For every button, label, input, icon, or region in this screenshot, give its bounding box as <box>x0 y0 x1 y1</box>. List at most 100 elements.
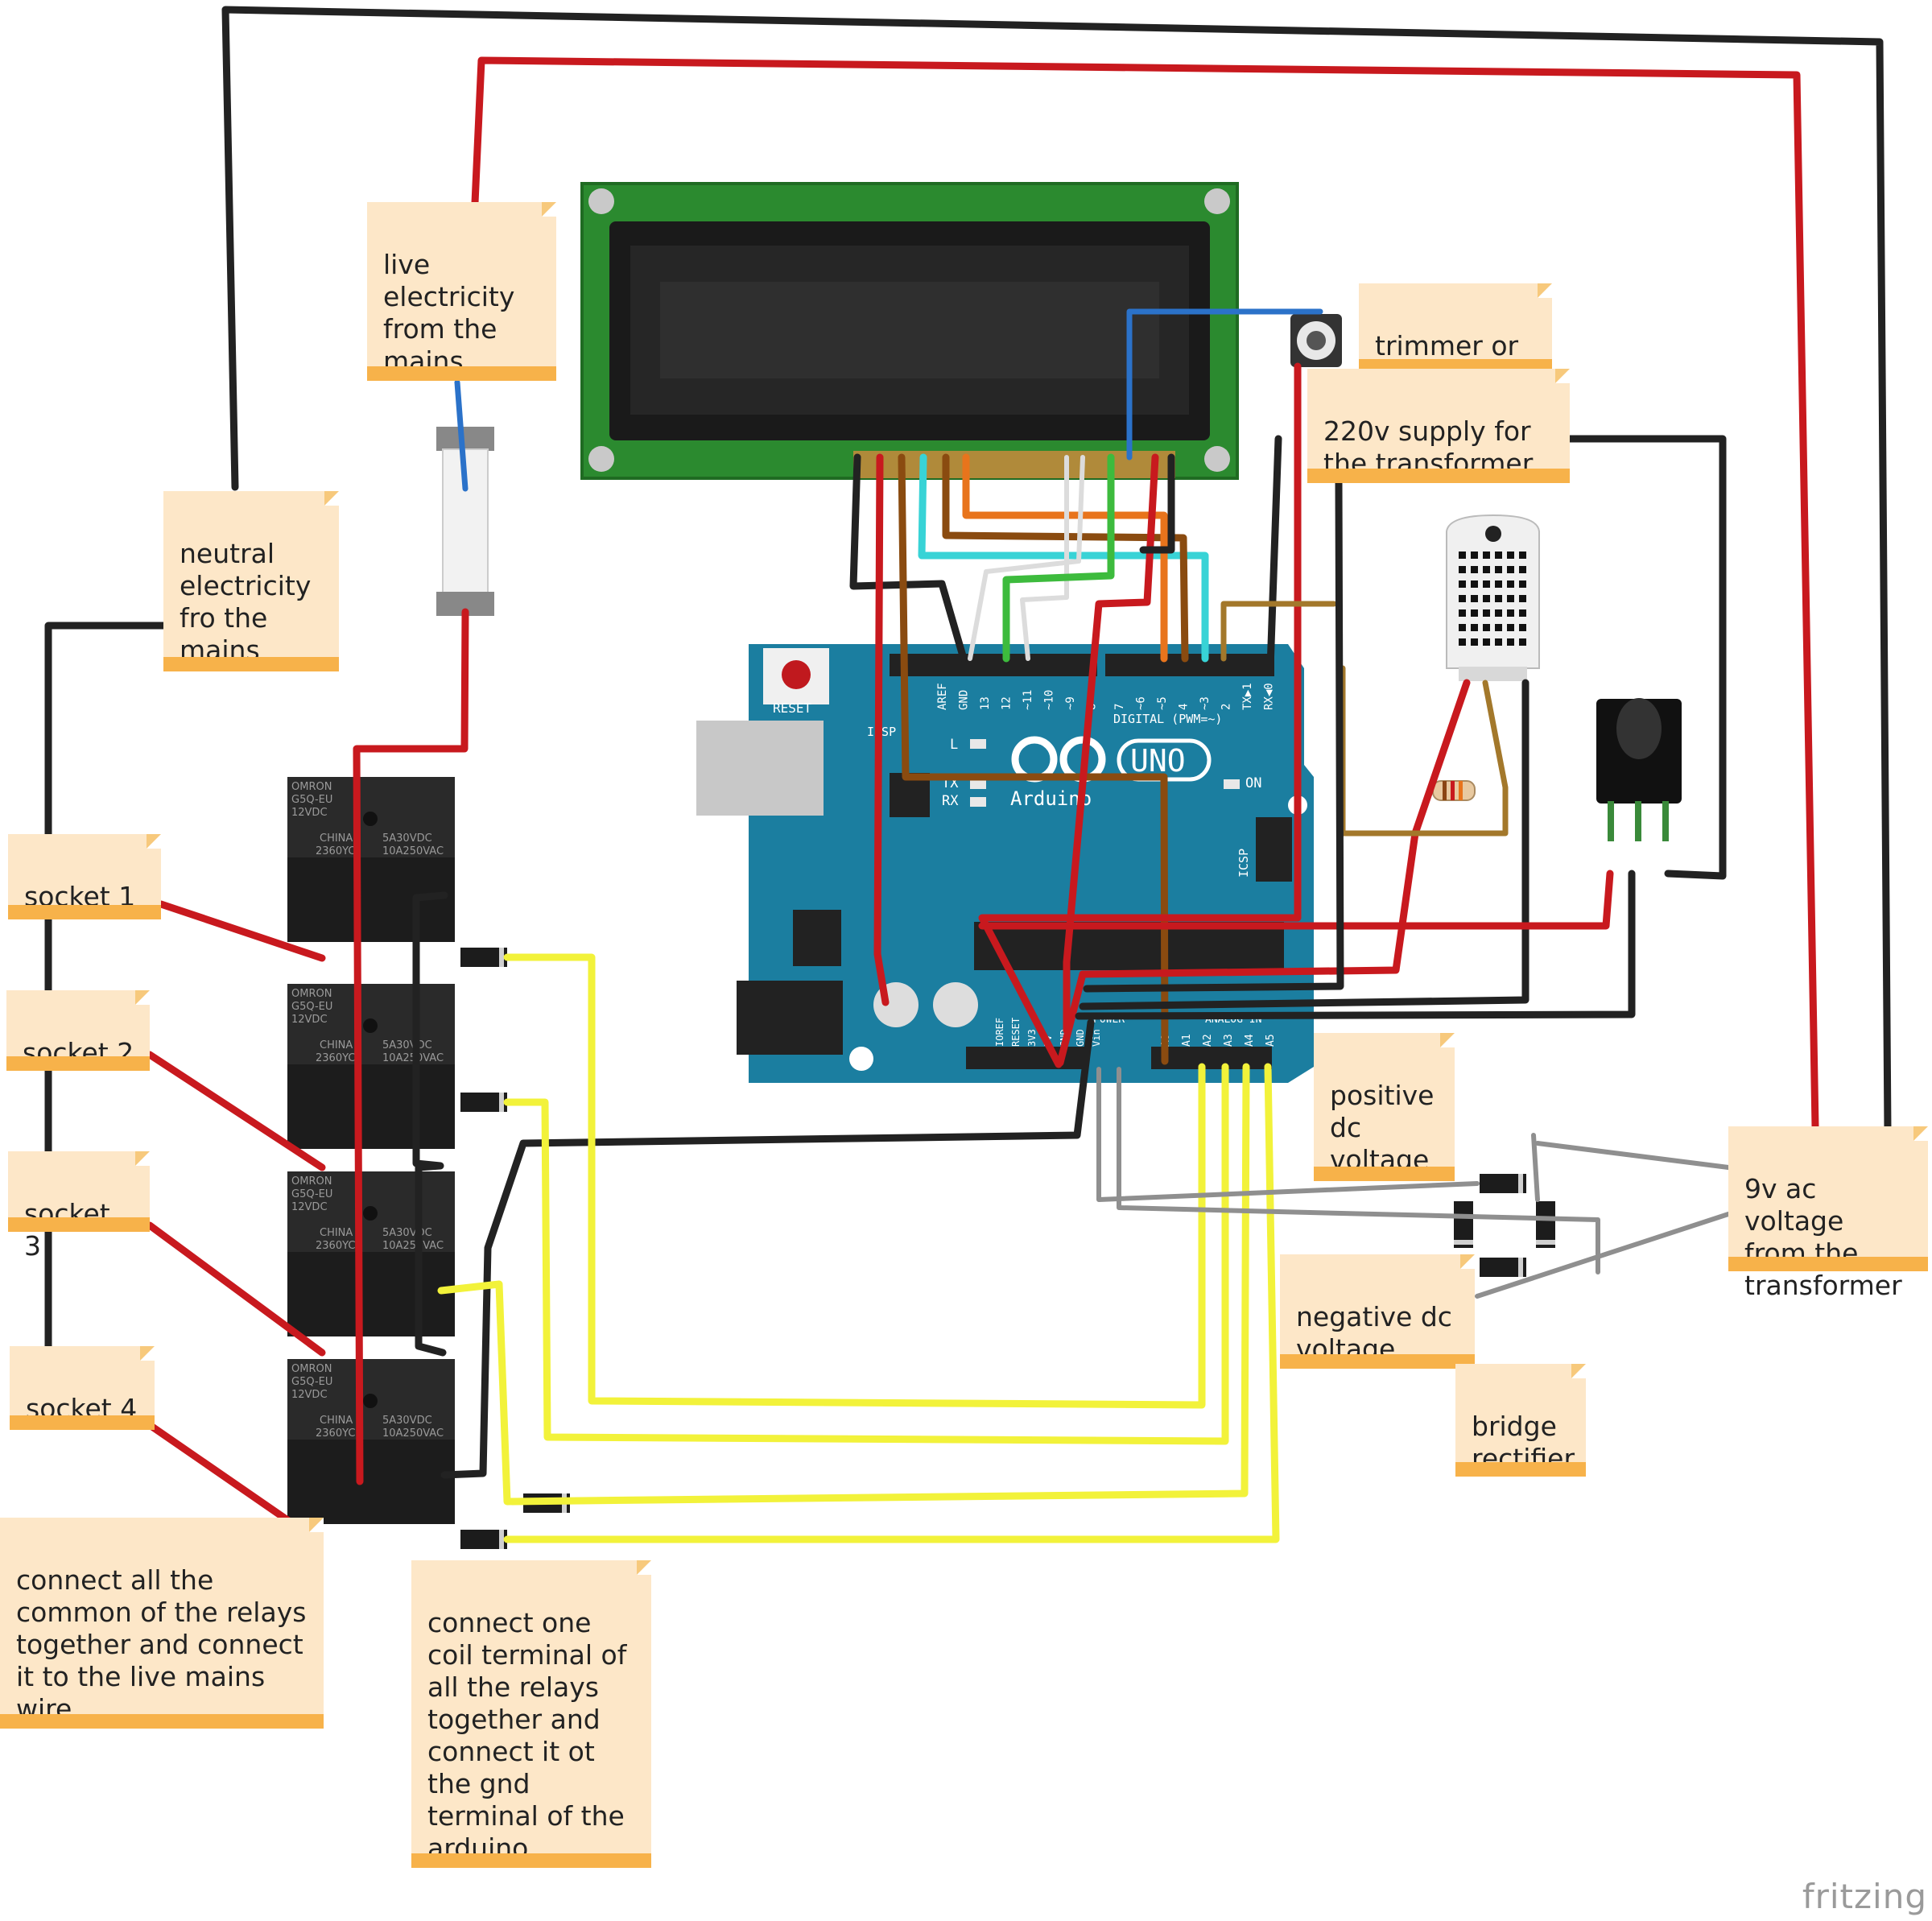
diode <box>460 1093 507 1112</box>
note-neutral-electricity: neutral electricity fro the mains <box>163 491 339 671</box>
dht-vent <box>1471 566 1478 573</box>
digital-pin-label: 7 <box>1113 704 1126 710</box>
diode <box>1480 1174 1526 1193</box>
power-pin-label: IOREF <box>994 1018 1005 1047</box>
relay-marking: CHINA <box>320 832 353 845</box>
note-socket-3: socket 3 <box>8 1151 150 1262</box>
digital-pin-label: RX◀0 <box>1263 683 1276 710</box>
analog-pin-label: A5 <box>1265 1034 1277 1047</box>
dht-vent <box>1471 624 1478 631</box>
dht-vent <box>1483 624 1490 631</box>
wire <box>1531 1133 1540 1202</box>
diode <box>1454 1201 1473 1248</box>
wire <box>503 1063 1280 1543</box>
diode <box>1480 1258 1526 1277</box>
9v-ac-text: 9v ac voltage from the transformer <box>1744 1173 1902 1301</box>
note-positive-dc: positive dc voltage <box>1314 1033 1455 1181</box>
relay-marking: 12VDC <box>291 1014 328 1026</box>
wire <box>1079 679 1530 1010</box>
wire <box>1063 453 1159 1035</box>
icsp2-header: ICSP <box>1236 817 1292 882</box>
wires <box>44 6 1892 1543</box>
dht-vent <box>1519 609 1526 617</box>
relay-1: OMRONG5Q-EU12VDCCHINA2360YC5A30VDC10A250… <box>287 777 455 942</box>
diode <box>1536 1201 1555 1248</box>
diode <box>460 1530 507 1549</box>
diode <box>460 948 507 967</box>
relay-mark <box>363 1018 378 1033</box>
relay-marking: OMRON <box>291 988 332 1000</box>
dht-vent <box>1471 609 1478 617</box>
fritzing-watermark: fritzing <box>1802 1877 1927 1916</box>
wire <box>1117 1067 1600 1274</box>
wire <box>412 891 448 1357</box>
relay-marking: OMRON <box>291 1363 332 1375</box>
dht-vent <box>1519 580 1526 588</box>
digital-pin-label: 13 <box>979 696 992 710</box>
wire <box>1020 455 1069 661</box>
diode-band <box>1536 1240 1555 1245</box>
digital-pin-label: TX▶1 <box>1241 683 1254 710</box>
relay-marking: 2360YC <box>316 1240 355 1252</box>
wire <box>454 379 469 492</box>
relay-marking: OMRON <box>291 781 332 793</box>
dht-vent <box>1507 595 1514 602</box>
diode-band <box>1518 1258 1523 1277</box>
dht-vent <box>1507 624 1514 631</box>
wire <box>146 1051 326 1171</box>
dht-vent <box>1471 552 1478 559</box>
dht-vent <box>1459 638 1466 646</box>
wire <box>1002 453 1115 663</box>
dht-vent <box>1495 552 1502 559</box>
digital-header-label: DIGITAL (PWM=~) <box>1113 712 1222 726</box>
note-9v-ac: 9v ac voltage from the transformer <box>1728 1126 1928 1301</box>
dht-vent <box>1495 609 1502 617</box>
power-pin-label: 3V3 <box>1026 1029 1038 1047</box>
relay-coil-text: connect one coil terminal of all the rel… <box>427 1607 627 1864</box>
analog-pin-label: A4 <box>1244 1034 1256 1047</box>
note-live-text: live electricity from the mains <box>383 249 515 377</box>
dht-vent <box>1507 609 1514 617</box>
relay-marking: 10A250VAC <box>382 1427 444 1440</box>
positive-dc-text: positive dc voltage <box>1330 1080 1435 1175</box>
dht-vent <box>1483 552 1490 559</box>
relay-marking: 2360YC <box>316 845 355 857</box>
relay-marking: 12VDC <box>291 807 328 819</box>
relay-marking: CHINA <box>320 1227 353 1239</box>
dht-vent <box>1495 566 1502 573</box>
digital-pin-label: ~9 <box>1064 696 1077 710</box>
wire <box>146 1221 326 1357</box>
dht-vent <box>1519 552 1526 559</box>
relay-mark <box>363 812 378 826</box>
dht-vent <box>1495 595 1502 602</box>
relay-marking: OMRON <box>291 1175 332 1188</box>
dht-vent <box>1519 624 1526 631</box>
wire <box>1475 1212 1731 1299</box>
dht-vent <box>1483 609 1490 617</box>
dht-vent <box>1471 595 1478 602</box>
dht-vent <box>1495 638 1502 646</box>
note-trimmer: trimmer or potentiomer <box>1359 283 1552 394</box>
dht-vent <box>1495 580 1502 588</box>
relay-stack: OMRONG5Q-EU12VDCCHINA2360YC5A30VDC10A250… <box>287 777 455 1524</box>
relay-mark <box>363 1394 378 1408</box>
note-220v-supply: 220v supply for the transformer <box>1307 369 1570 483</box>
wire <box>440 1018 1095 1479</box>
relay-marking: 2360YC <box>316 1427 355 1440</box>
lcd-pin-header <box>853 451 1175 478</box>
wire <box>1075 870 1636 1020</box>
dht-vent <box>1519 595 1526 602</box>
relay-marking: G5Q-EU <box>291 1376 332 1388</box>
dht-vent <box>1519 638 1526 646</box>
diode-band <box>1454 1240 1473 1245</box>
wire <box>353 608 469 1485</box>
digital-pin-label: ~6 <box>1135 696 1148 710</box>
dht-vent <box>1495 624 1502 631</box>
dht-vent <box>1483 566 1490 573</box>
dht-vent <box>1459 566 1466 573</box>
wire <box>1096 1067 1480 1202</box>
note-socket-1: socket 1 <box>8 834 161 919</box>
wire <box>471 56 1819 1131</box>
analog-pin-label: A2 <box>1202 1034 1214 1047</box>
wire <box>146 1421 294 1526</box>
